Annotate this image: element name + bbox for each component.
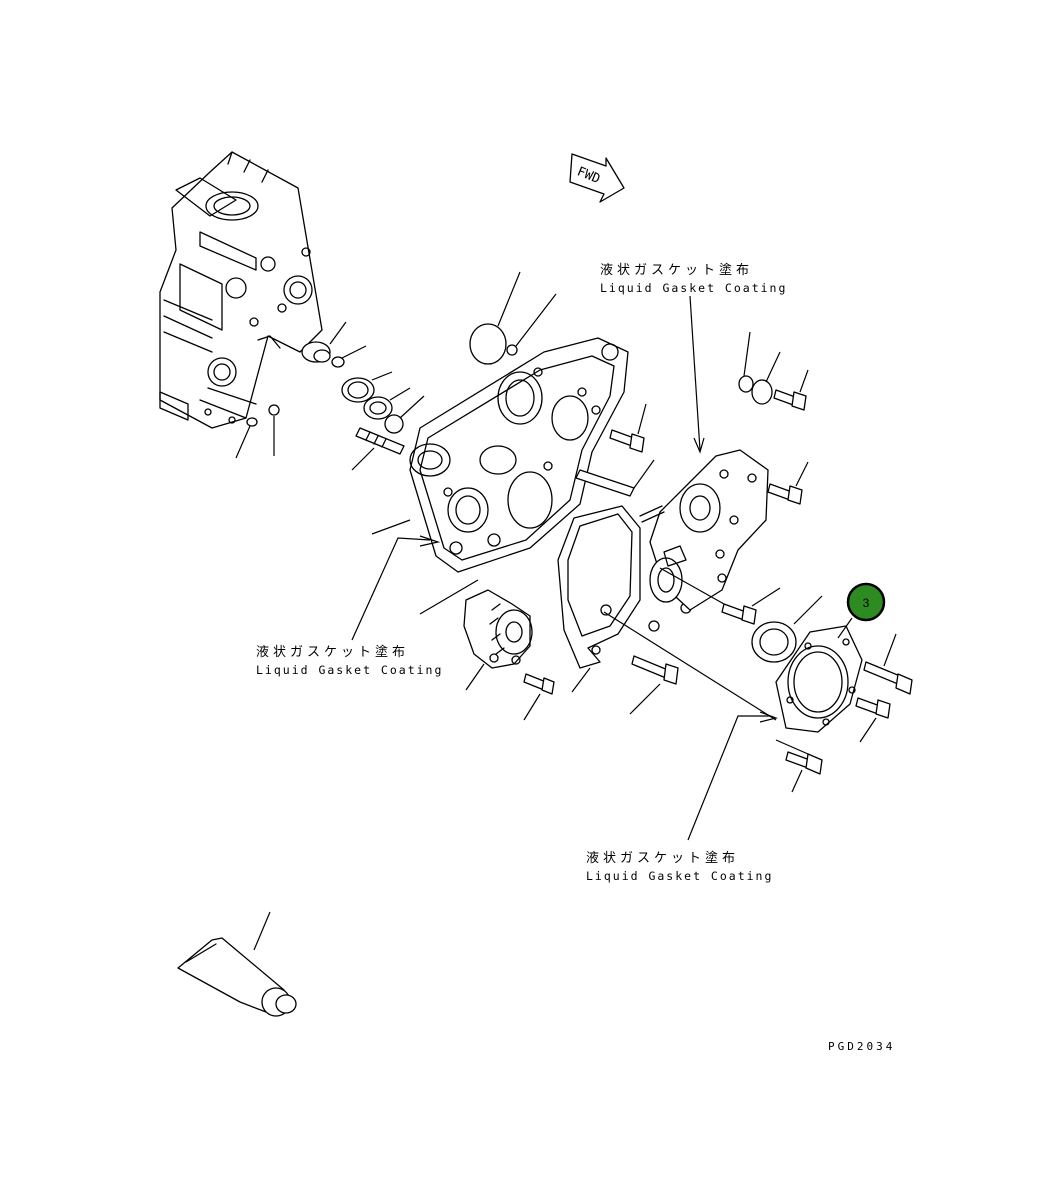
callout-2-leader [351,537,431,641]
callout-2: 液状ガスケット塗布 Liquid Gasket Coating [256,644,443,677]
rear-cover [603,611,863,733]
gear-case [371,337,629,573]
callout-3-jp: 液状ガスケット塗布 [586,850,739,866]
plate-bolt [629,655,679,715]
part-3-badge[interactable]: 3 [837,582,886,639]
callout-1-en: Liquid Gasket Coating [600,281,787,295]
part-number-label: 3 [863,596,870,610]
seal-housing [639,449,769,611]
callout-1: 液状ガスケット塗布 Liquid Gasket Coating [600,262,787,295]
o-ring-parts [469,271,557,365]
stud-bolt [351,427,405,471]
drawing-code: PGD2034 [828,1040,895,1053]
engine-block [159,151,323,429]
case-bolt [575,403,655,497]
fwd-direction-marker: FWD [569,153,625,203]
callout-3-leader [687,715,770,841]
callout-1-leader [689,295,701,451]
callout-2-jp: 液状ガスケット塗布 [256,644,409,660]
callout-3-arrow [759,711,779,723]
callout-3-en: Liquid Gasket Coating [586,869,773,883]
callout-2-en: Liquid Gasket Coating [256,663,443,677]
pump-gear-assembly [419,579,555,721]
seal-parts [301,321,425,434]
oil-seal [751,595,823,663]
part-number-badge[interactable] [846,582,886,622]
callout-1-jp: 液状ガスケット塗布 [600,262,753,278]
rear-cover-bolts [775,633,913,793]
front-plate [557,505,692,693]
housing-bolts [659,331,809,625]
callout-3: 液状ガスケット塗布 Liquid Gasket Coating [586,850,773,883]
liquid-gasket-tube [177,911,297,1017]
callout-1-arrow [693,437,705,454]
dowel-pin-parts [235,404,280,459]
callout-2-arrow [419,535,441,547]
